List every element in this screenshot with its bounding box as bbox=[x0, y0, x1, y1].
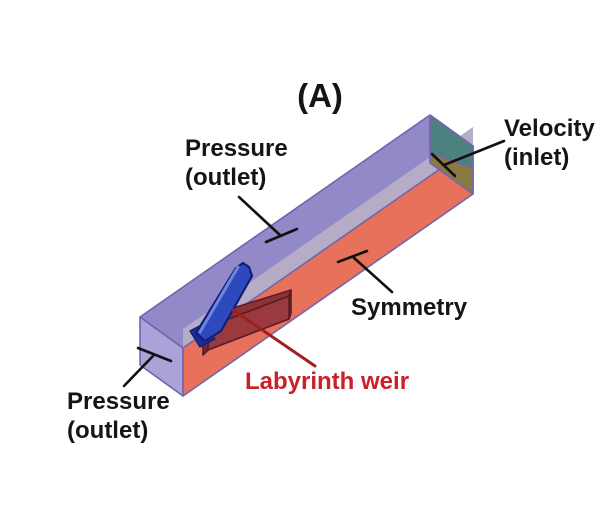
label-pressure-outlet-top: Pressure (outlet) bbox=[185, 134, 288, 192]
inlet-face-teal bbox=[429, 114, 474, 169]
label-pressure-outlet-top-line2: (outlet) bbox=[185, 164, 267, 191]
leader-velocity-inlet bbox=[430, 139, 506, 178]
leader-symmetry bbox=[336, 249, 394, 294]
label-velocity-inlet-line1: Velocity bbox=[504, 115, 595, 142]
weir-plate-highlight-edge bbox=[198, 265, 240, 334]
label-labyrinth-weir: Labyrinth weir bbox=[245, 368, 410, 395]
leader-labyrinth-weir bbox=[231, 308, 317, 368]
label-velocity-inlet: Velocity (inlet) bbox=[504, 114, 595, 172]
label-pressure-outlet-bottom: Pressure (outlet) bbox=[67, 387, 170, 445]
label-pressure-outlet-bottom-line1: Pressure bbox=[67, 388, 170, 415]
leader-pressure-outlet-bottom bbox=[122, 346, 173, 388]
inner-wall-strip bbox=[183, 127, 473, 348]
label-pressure-outlet-bottom-line2: (outlet) bbox=[67, 417, 149, 444]
label-pressure-outlet-top-line1: Pressure bbox=[185, 135, 288, 162]
label-velocity-inlet-line2: (inlet) bbox=[504, 144, 570, 171]
panel-label: (A) bbox=[297, 77, 343, 114]
leader-pressure-outlet-top bbox=[237, 195, 299, 244]
label-symmetry: Symmetry bbox=[351, 294, 468, 321]
